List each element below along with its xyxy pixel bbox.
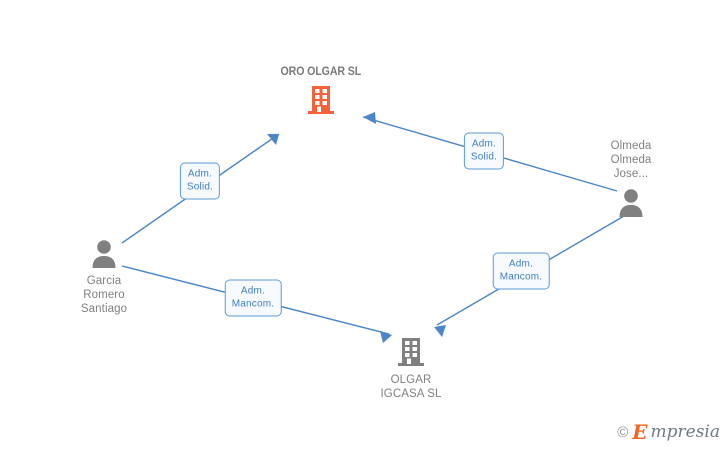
node-label-olgar-igcasa: OLGAR IGCASA SL: [380, 374, 442, 400]
node-olmeda-olmeda-jose[interactable]: Olmeda Olmeda Jose...: [556, 139, 706, 219]
brand-name: mpresia: [650, 421, 721, 442]
person-icon: [619, 189, 643, 217]
node-olgar-igcasa[interactable]: OLGAR IGCASA SL: [336, 335, 486, 401]
person-icon: [92, 240, 116, 268]
edge-arrowhead-olmeda-to-olgar-igcasa: [434, 325, 446, 337]
node-garcia-romero-santiago[interactable]: Garcia Romero Santiago: [29, 236, 179, 316]
node-icon-olgar-igcasa[interactable]: [394, 335, 428, 369]
edge-label-olmeda-to-olgar-igcasa[interactable]: Adm. Mancom.: [492, 252, 550, 290]
node-label-olmeda-olmeda-jose: Olmeda Olmeda Jose...: [610, 140, 652, 180]
building-icon: [398, 338, 424, 366]
brand-initial: E: [632, 420, 648, 444]
node-label-garcia-romero-santiago: Garcia Romero Santiago: [80, 275, 128, 315]
node-icon-oro-olgar[interactable]: [304, 83, 338, 117]
node-label-oro-olgar: ORO OLGAR SL: [280, 66, 362, 78]
edge-label-garcia-to-oro[interactable]: Adm. Solid.: [179, 162, 221, 200]
node-icon-olmeda-olmeda-jose[interactable]: [614, 185, 648, 219]
edge-arrowhead-garcia-to-oro: [267, 134, 279, 145]
building-icon: [308, 86, 334, 114]
edge-label-olmeda-to-oro[interactable]: Adm. Solid.: [463, 132, 505, 170]
edge-arrowhead-garcia-to-olgar-igcasa: [380, 331, 392, 343]
node-icon-garcia-romero-santiago[interactable]: [87, 236, 121, 270]
copyright-icon: ©: [617, 423, 629, 441]
node-oro-olgar[interactable]: ORO OLGAR SL: [246, 65, 396, 117]
edge-arrowhead-olmeda-to-oro: [363, 112, 376, 124]
watermark: © E mpresia: [617, 422, 720, 442]
edge-label-garcia-to-olgar-igcasa[interactable]: Adm. Mancom.: [224, 279, 282, 317]
